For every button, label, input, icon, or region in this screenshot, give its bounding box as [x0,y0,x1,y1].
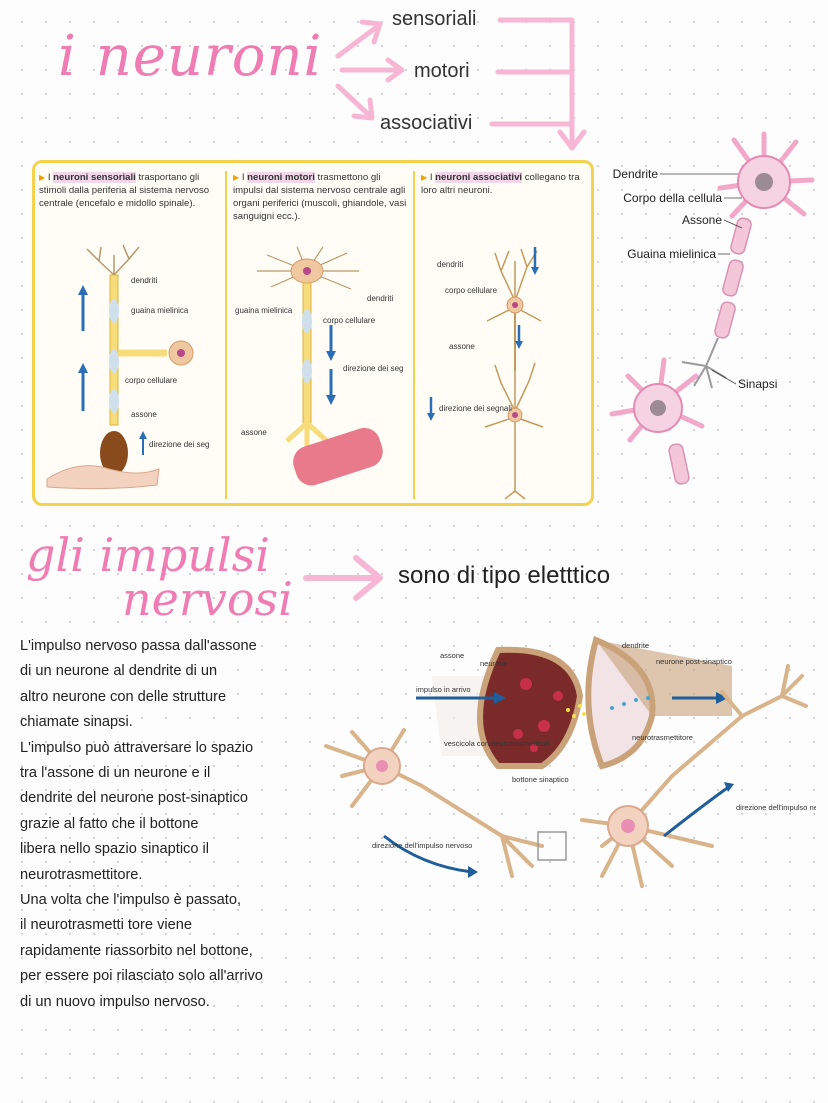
label-neurotrasmettitore: neurotrasmettitore [632,733,693,742]
label-direzione: direzione dei segnali [343,364,403,373]
impulses-description: sono di tipo eletttico [398,562,611,589]
type-associative-label: associativi [380,112,473,134]
associative-neuron-illustration: dendriti corpo cellulare assone direzion… [427,247,544,500]
neuron-structure-illustration: Dendrite Corpo della cellula Assone Guai… [609,131,815,485]
synapse-illustration: assone neurone dendrite neurone post-sin… [324,636,816,888]
right-arrow-icon [303,555,383,601]
text-line: rapidamente riassorbito nel bottone, [20,942,253,959]
text-line: per essere poi rilasciato solo all'arriv… [20,968,263,985]
motor-column: ▶ I neuroni motori trasmettono gli impul… [225,171,409,499]
label-dendriti: dendriti [367,294,393,303]
text-line: L'impulso può attraversare lo spazio [20,739,254,756]
label-guaina: guaina mielinica [235,306,293,315]
sensory-text: ▶ I neuroni sensoriali trasportano gli s… [39,172,210,209]
neuron-types-panel: ▶ I neuroni sensoriali trasportano gli s… [32,160,594,506]
label-dendriti: dendriti [131,276,157,285]
label-direzione: direzione dei segnali [149,440,209,449]
label-impulso: impulso in arrivo [416,685,471,694]
associative-column: ▶ I neuroni associativi collegano tra lo… [413,171,591,500]
sensory-column: ▶ I neuroni sensoriali trasportano gli s… [39,171,215,499]
associative-text: ▶ I neuroni associativi collegano tra lo… [421,172,580,196]
text-line: altro neurone con delle strutture [20,688,227,705]
text-line: tra l'assone di un neurone e il [20,765,211,782]
label-direzione-right: direzione dell'impulso nervoso [736,803,816,812]
text-line: neurotrasmettitore. [20,866,143,883]
label-neurone: neurone [480,659,508,668]
bullet-icon: ▶ [233,173,240,182]
text-line: L'impulso nervoso passa dall'assone [20,638,257,654]
label-sinapsi: Sinapsi [738,377,777,391]
label-corpo: corpo cellulare [445,286,498,295]
text-line: Una volta che l'impulso è passato, [20,892,242,909]
text-line: chiamate sinapsi. [20,714,133,731]
text-line: il neurotrasmetti tore viene [20,917,192,934]
label-bottone: bottone sinaptico [512,775,569,784]
sensory-neuron-illustration: dendriti guaina mielinica corpo cellular… [46,244,209,490]
type-sensory-label: sensoriali [392,8,477,30]
bullet-icon: ▶ [39,173,46,182]
label-assone: assone [131,410,157,419]
label-dendrite: dendrite [622,641,649,650]
label-corpo: corpo cellulare [125,376,178,385]
label-assone: assone [440,651,464,660]
label-guaina-mielinica: Guaina mielinica [627,247,716,261]
impulses-explanation: L'impulso nervoso passa dall'assone di u… [20,634,320,1015]
label-vescicola: vescicola con neurotrasmettitori [444,739,550,748]
label-corpo-cellula: Corpo della cellula [623,191,722,205]
impulses-title-line2: nervosi [122,572,293,626]
label-corpo: corpo cellulare [323,316,376,325]
label-dendriti: dendriti [437,260,463,269]
impulses-title-line1: gli impulsi [26,528,270,582]
type-motor-label: motori [414,60,470,82]
text-line: di un nuovo impulso nervoso. [20,993,210,1010]
motor-text: ▶ I neuroni motori trasmettono gli impul… [233,172,407,222]
text-line: di un neurone al dendrite di un [20,663,218,680]
label-direzione: direzione dei segnali [439,404,512,413]
label-dendrite: Dendrite [613,167,659,181]
text-line: libera nello spazio sinaptico il [20,841,210,858]
page-title: i neuroni [58,24,323,89]
label-guaina: guaina mielinica [131,306,189,315]
text-line: dendrite del neurone post-sinaptico [20,790,248,807]
label-assone: assone [241,428,267,437]
label-assone: Assone [682,213,722,227]
label-neurone-post: neurone post-sinaptico [656,657,732,666]
label-assone: assone [449,342,475,351]
text-line: grazie al fatto che il bottone [20,815,199,832]
motor-neuron-illustration: dendriti guaina mielinica corpo cellular… [235,246,403,486]
bullet-icon: ▶ [421,173,428,182]
title-arrows-icon [335,17,587,151]
label-direzione-left: direzione dell'impulso nervoso [372,841,472,850]
